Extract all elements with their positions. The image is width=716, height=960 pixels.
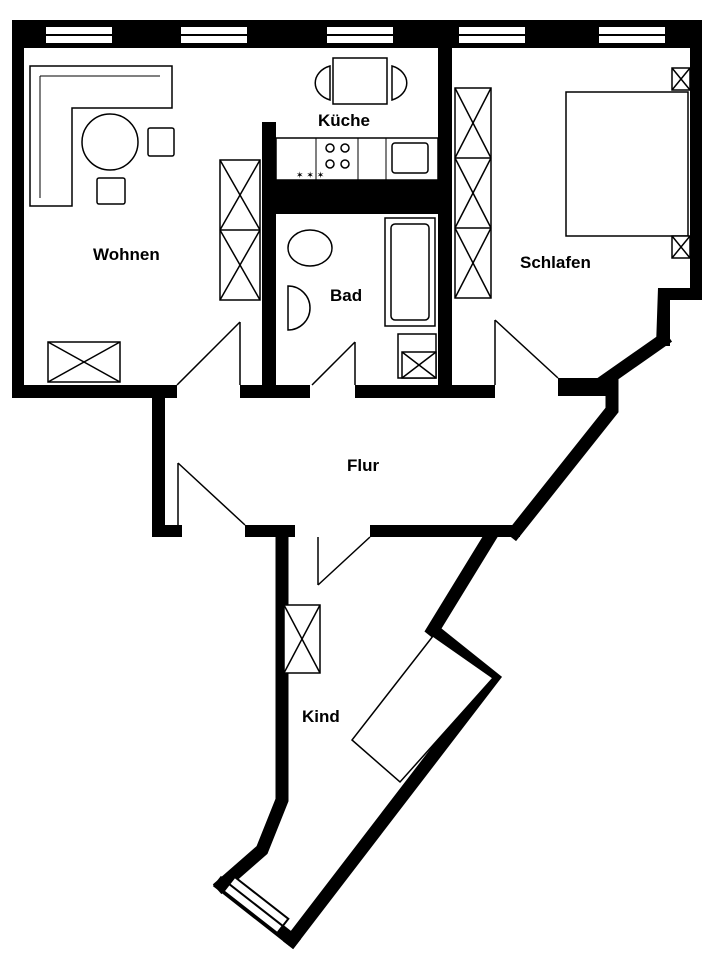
bad-sink bbox=[287, 229, 333, 267]
cabinet-kind bbox=[283, 604, 321, 674]
chair-bottom bbox=[96, 177, 126, 205]
window-5 bbox=[597, 25, 667, 45]
cabinet-wohnen-small bbox=[47, 341, 121, 383]
stove-burner bbox=[340, 143, 350, 153]
windows bbox=[44, 25, 667, 935]
room-label-schlafen: Schlafen bbox=[520, 253, 591, 272]
sofa-inner-line bbox=[39, 75, 160, 198]
furniture: ✶ ✶ ✶ bbox=[29, 57, 691, 784]
room-label-kueche: Küche bbox=[318, 111, 370, 130]
bed bbox=[565, 91, 689, 237]
window-1 bbox=[44, 25, 114, 45]
doors bbox=[176, 319, 559, 586]
round-table bbox=[81, 113, 139, 171]
nightstand-top bbox=[671, 67, 691, 91]
sofa bbox=[29, 65, 173, 207]
kitchen-table bbox=[332, 57, 388, 105]
window-3 bbox=[325, 25, 395, 45]
door-entrance bbox=[177, 462, 246, 526]
wardrobe-schlafen bbox=[454, 87, 492, 299]
bathtub-inner bbox=[390, 223, 430, 321]
room-label-wohnen: Wohnen bbox=[93, 245, 160, 264]
nightstand-bottom bbox=[671, 235, 691, 259]
bad-mat bbox=[401, 351, 437, 379]
room-label-bad: Bad bbox=[330, 286, 362, 305]
kitchen-chair-right bbox=[391, 65, 408, 101]
room-label-kind: Kind bbox=[302, 707, 340, 726]
door-schlafen bbox=[494, 319, 559, 385]
toilet bbox=[287, 285, 311, 331]
exterior-walls bbox=[12, 20, 702, 537]
room-label-flur: Flur bbox=[347, 456, 379, 475]
kitchen-chair-left bbox=[314, 65, 331, 101]
door-kind bbox=[317, 536, 371, 586]
room-labels: Wohnen Küche Bad Schlafen Flur Kind bbox=[93, 111, 591, 726]
chair-right bbox=[147, 127, 175, 157]
appliance-marks: ✶ ✶ ✶ bbox=[296, 171, 324, 181]
stove-burner bbox=[340, 159, 350, 169]
door-wohnen bbox=[176, 321, 241, 386]
diagonal-walls bbox=[212, 330, 673, 950]
kitchen-sink bbox=[391, 142, 429, 174]
cabinet-wohnen bbox=[219, 159, 261, 301]
stove-burner bbox=[325, 143, 335, 153]
door-bad bbox=[311, 341, 356, 386]
stove-burner bbox=[325, 159, 335, 169]
window-4 bbox=[457, 25, 527, 45]
window-2 bbox=[179, 25, 249, 45]
window-kind bbox=[222, 875, 290, 935]
bed-kind bbox=[350, 634, 495, 784]
